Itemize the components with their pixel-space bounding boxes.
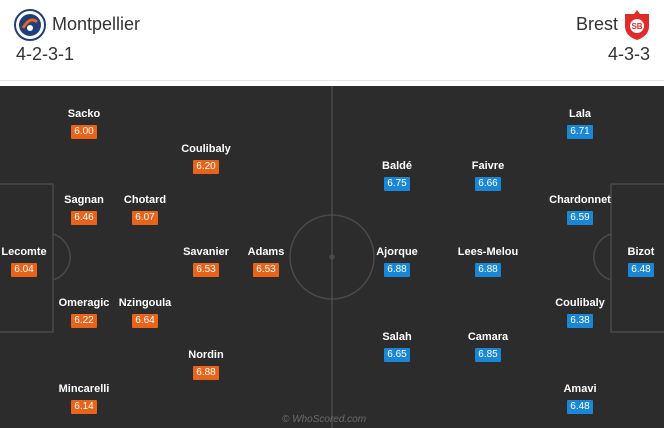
player-rating: 6.07 <box>132 211 158 225</box>
player-name: Chardonnet <box>549 194 611 206</box>
player-rating: 6.88 <box>384 263 410 277</box>
player-name: Ajorque <box>376 246 418 258</box>
player-rating: 6.48 <box>628 263 654 277</box>
player-name: Camara <box>467 331 509 343</box>
home-formation: 4-2-3-1 <box>16 44 75 64</box>
player-name: Salah <box>382 331 412 343</box>
home-player-3[interactable]: Sagnan 6.46 <box>44 194 124 225</box>
away-formation: 4-3-3 <box>607 44 650 64</box>
player-rating: 6.71 <box>567 125 593 139</box>
player-name: Chotard <box>123 194 167 206</box>
player-name: Sagnan <box>64 194 104 206</box>
player-rating: 6.14 <box>71 400 97 414</box>
player-rating: 6.59 <box>567 211 593 225</box>
player-name: Coulibaly <box>181 143 231 155</box>
away-team-name: Brest <box>575 14 618 34</box>
away-player-2[interactable]: Baldé 6.75 <box>357 160 437 191</box>
player-rating: 6.20 <box>193 160 219 174</box>
away-player-5[interactable]: Ajorque 6.88 <box>357 246 437 277</box>
match-header: Montpellier 4-2-3-1 Brest SB 4-3-3 <box>0 0 664 86</box>
player-name: Nordin <box>188 349 224 361</box>
player-rating: 6.65 <box>384 348 410 362</box>
player-name: Amavi <box>563 383 597 395</box>
player-name: Omeragic <box>58 297 110 309</box>
player-rating: 6.66 <box>475 177 501 191</box>
away-player-9[interactable]: Salah 6.65 <box>357 331 437 362</box>
home-player-6[interactable]: Savanier 6.53 <box>166 246 246 277</box>
player-rating: 6.53 <box>193 263 219 277</box>
pitch-markings <box>0 86 664 428</box>
player-name: Bizot <box>627 246 655 258</box>
player-rating: 6.48 <box>567 400 593 414</box>
player-rating: 6.85 <box>475 348 501 362</box>
player-name: Sacko <box>67 108 101 120</box>
away-player-7[interactable]: Bizot 6.48 <box>601 246 664 277</box>
player-name: Lala <box>568 108 591 120</box>
watermark: © WhoScored.com <box>282 414 367 425</box>
player-name: Nzingoula <box>118 297 172 309</box>
player-rating: 6.04 <box>11 263 37 277</box>
home-player-1[interactable]: Sacko 6.00 <box>44 108 124 139</box>
svg-text:SB: SB <box>631 22 642 31</box>
player-name: Mincarelli <box>58 383 110 395</box>
home-player-8[interactable]: Omeragic 6.22 <box>44 297 124 328</box>
header-divider <box>0 80 664 81</box>
player-rating: 6.22 <box>71 314 97 328</box>
home-player-9[interactable]: Nzingoula 6.64 <box>105 297 185 328</box>
player-name: Savanier <box>183 246 229 258</box>
home-team-name: Montpellier <box>52 14 141 34</box>
away-player-4[interactable]: Chardonnet 6.59 <box>540 194 620 225</box>
home-player-2[interactable]: Coulibaly 6.20 <box>166 143 246 174</box>
away-player-6[interactable]: Lees-Melou 6.88 <box>448 246 528 277</box>
player-name: Lees-Melou <box>457 246 519 258</box>
away-player-11[interactable]: Amavi 6.48 <box>540 383 620 414</box>
away-player-10[interactable]: Camara 6.85 <box>448 331 528 362</box>
home-player-7[interactable]: Adams 6.53 <box>226 246 306 277</box>
player-name: Lecomte <box>1 246 47 258</box>
player-name: Faivre <box>471 160 505 172</box>
away-player-3[interactable]: Faivre 6.66 <box>448 160 528 191</box>
montpellier-crest-icon <box>14 9 46 41</box>
home-player-5[interactable]: Lecomte 6.04 <box>0 246 64 277</box>
home-player-4[interactable]: Chotard 6.07 <box>105 194 185 225</box>
home-player-11[interactable]: Mincarelli 6.14 <box>44 383 124 414</box>
player-rating: 6.46 <box>71 211 97 225</box>
player-rating: 6.38 <box>567 314 593 328</box>
home-player-10[interactable]: Nordin 6.88 <box>166 349 246 380</box>
player-name: Coulibaly <box>555 297 605 309</box>
player-name: Baldé <box>382 160 412 172</box>
pitch <box>0 86 664 428</box>
brest-crest-icon: SB <box>625 10 649 40</box>
player-name: Adams <box>247 246 285 258</box>
player-rating: 6.75 <box>384 177 410 191</box>
player-rating: 6.88 <box>193 366 219 380</box>
player-rating: 6.53 <box>253 263 279 277</box>
player-rating: 6.88 <box>475 263 501 277</box>
away-player-1[interactable]: Lala 6.71 <box>540 108 620 139</box>
player-rating: 6.64 <box>132 314 158 328</box>
player-rating: 6.00 <box>71 125 97 139</box>
away-player-8[interactable]: Coulibaly 6.38 <box>540 297 620 328</box>
